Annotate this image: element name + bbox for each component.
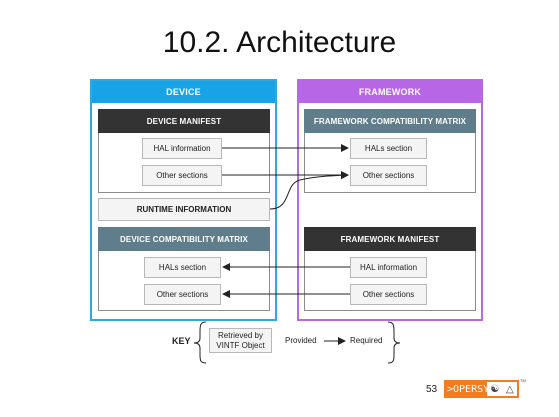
framework-compat-other-sections: Other sections [350, 165, 427, 186]
key-label: KEY [172, 336, 191, 346]
page-title: 10.2. Architecture [162, 26, 397, 59]
logo-icons: ☯ △ [487, 382, 517, 396]
key-retrieved-box: Retrieved by VINTF Object [209, 328, 272, 353]
framework-manifest-other-sections: Other sections [350, 284, 427, 305]
key-right-brace [387, 321, 401, 364]
device-compat-other-sections: Other sections [144, 284, 221, 305]
page-number: 53 [426, 384, 438, 395]
device-manifest-other-sections: Other sections [142, 165, 222, 186]
device-manifest-title: DEVICE MANIFEST [98, 109, 270, 133]
device-header: DEVICE [92, 81, 275, 103]
device-column: DEVICE [90, 79, 277, 321]
framework-compat-hals-section: HALs section [350, 138, 427, 159]
trademark-mark: TM [520, 378, 526, 383]
device-manifest-hal-info: HAL information [142, 138, 222, 159]
key-left-brace [193, 321, 207, 364]
device-compat-matrix-title: DEVICE COMPATIBILITY MATRIX [98, 227, 270, 251]
key-provided: Provided [285, 336, 317, 345]
runtime-information: RUNTIME INFORMATION [98, 198, 270, 221]
logo-text: >OPERSYS [447, 383, 496, 395]
framework-header: FRAMEWORK [299, 81, 481, 103]
arrow-runtime-to-other-sections [269, 171, 349, 210]
framework-manifest-hal-info: HAL information [350, 257, 427, 278]
device-compat-hals-section: HALs section [144, 257, 221, 278]
key-required: Required [350, 336, 383, 345]
framework-column: FRAMEWORK [297, 79, 483, 321]
framework-manifest-title: FRAMEWORK MANIFEST [304, 227, 476, 251]
android-icon: ☯ [490, 383, 500, 395]
tux-icon: △ [505, 383, 514, 395]
framework-compat-matrix-title: FRAMEWORK COMPATIBILITY MATRIX [304, 109, 476, 133]
opersys-logo: >OPERSYS ☯ △ [444, 380, 519, 398]
